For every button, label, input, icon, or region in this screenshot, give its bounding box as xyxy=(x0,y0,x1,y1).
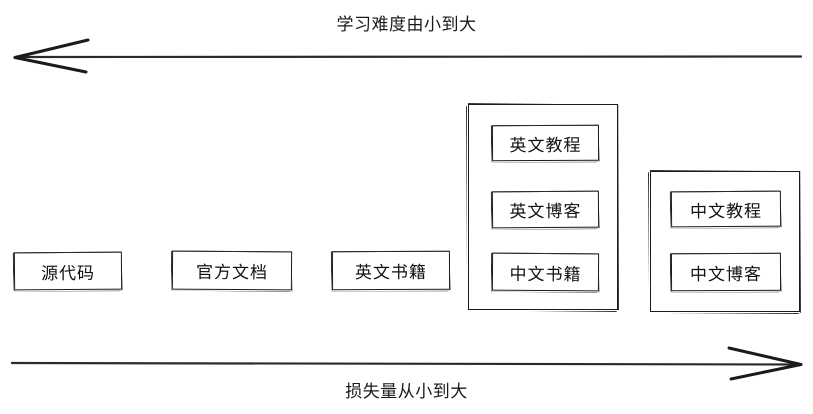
node-english-blog[interactable]: 英文博客 xyxy=(491,190,600,229)
loss-axis-arrow xyxy=(10,346,803,381)
node-label: 英文博客 xyxy=(509,201,582,223)
node-label: 官方文档 xyxy=(195,262,269,284)
node-chinese-tutorial[interactable]: 中文教程 xyxy=(670,190,782,228)
node-chinese-blog[interactable]: 中文博客 xyxy=(670,252,782,292)
node-english-tutorial[interactable]: 英文教程 xyxy=(491,124,600,162)
group-english-group: 英文教程 英文博客 中文书籍 xyxy=(468,104,618,310)
node-label: 中文教程 xyxy=(689,201,763,222)
bottom-axis-label: 损失量从小到大 xyxy=(345,382,468,402)
node-label: 源代码 xyxy=(40,263,96,284)
node-label: 英文书籍 xyxy=(354,262,428,284)
node-source-code[interactable]: 源代码 xyxy=(13,251,123,291)
group-chinese-group: 中文教程 中文博客 xyxy=(650,171,800,312)
node-label: 中文书籍 xyxy=(509,264,582,285)
node-official-docs[interactable]: 官方文档 xyxy=(171,250,293,291)
node-label: 中文博客 xyxy=(689,264,763,285)
node-chinese-books[interactable]: 中文书籍 xyxy=(491,252,600,292)
node-label: 英文教程 xyxy=(509,135,582,156)
node-english-books[interactable]: 英文书籍 xyxy=(331,250,451,291)
difficulty-axis-arrow xyxy=(13,38,803,74)
top-axis-label: 学习难度由小到大 xyxy=(336,15,477,35)
